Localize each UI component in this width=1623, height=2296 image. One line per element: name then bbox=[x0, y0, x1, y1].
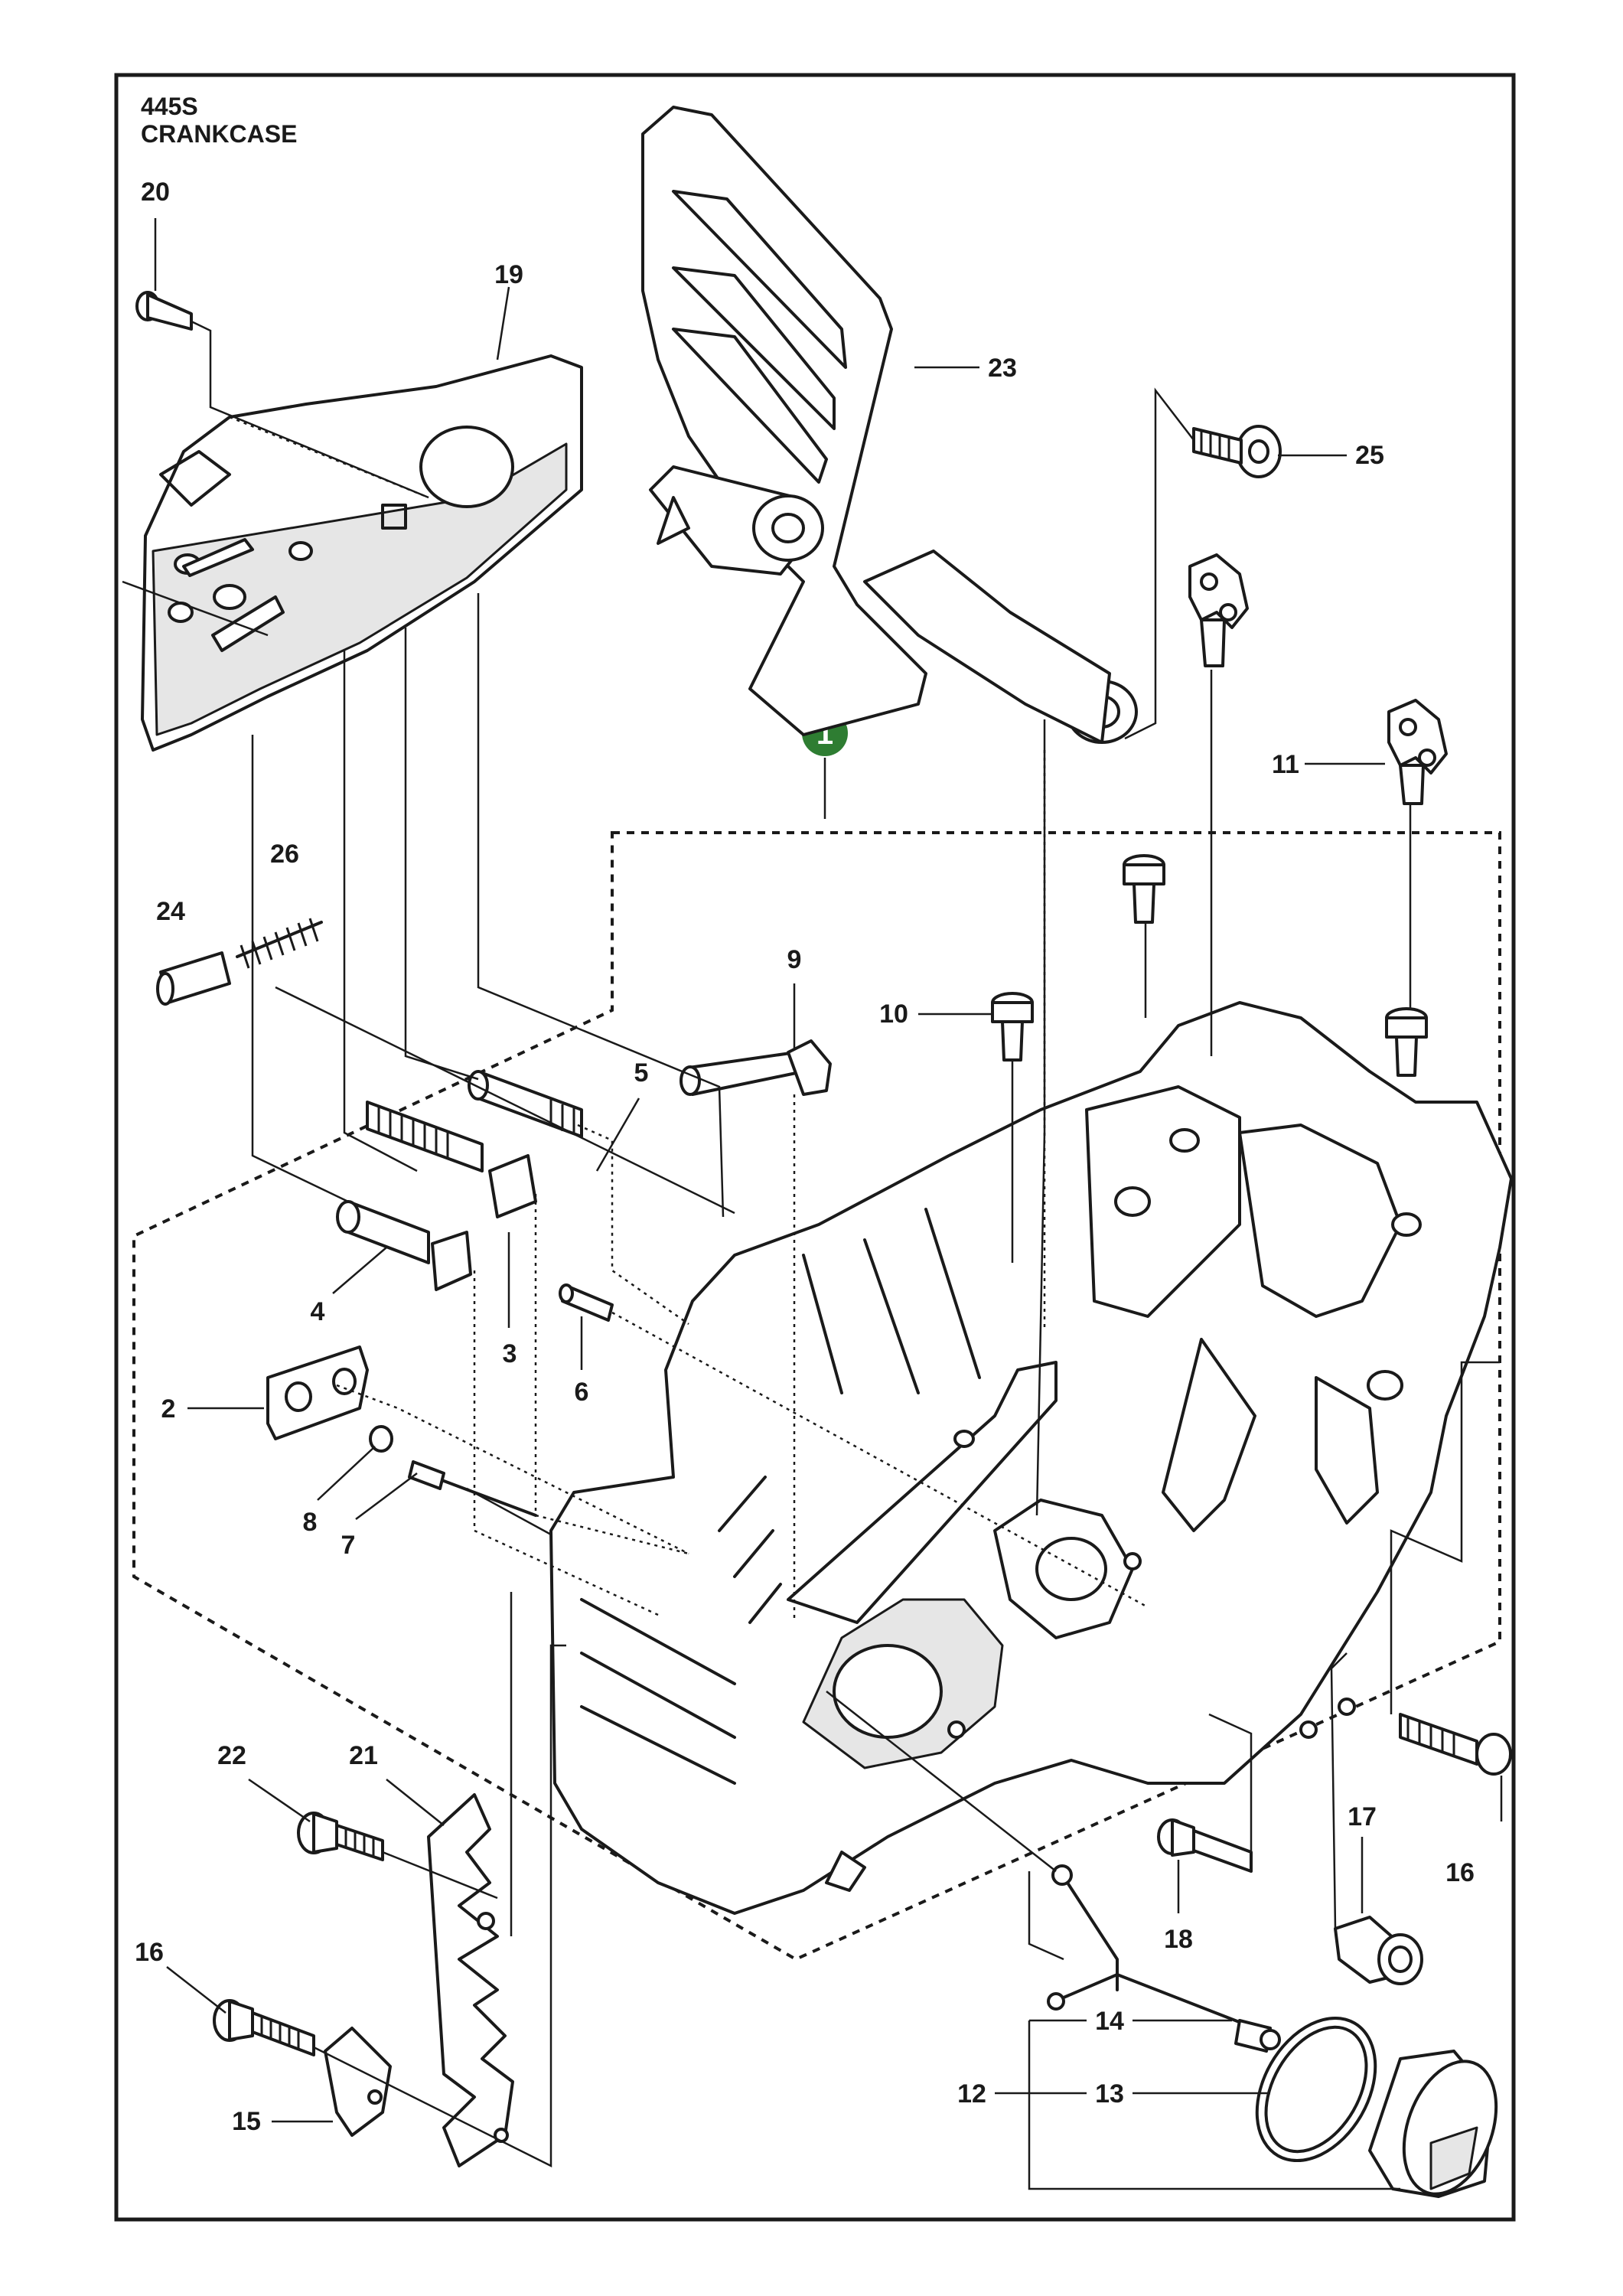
callout-16-left: 16 bbox=[135, 1938, 164, 1967]
model-title: 445S bbox=[141, 93, 198, 120]
callout-labels: 20 19 23 25 11 26 24 9 10 5 4 3 6 2 8 7 … bbox=[135, 178, 1475, 2136]
part-16-screw-right bbox=[1399, 1713, 1512, 1776]
part-25-screw bbox=[1192, 425, 1282, 478]
part-21-bumper-spike bbox=[427, 1793, 514, 2167]
callout-13: 13 bbox=[1095, 2079, 1124, 2108]
part-7-adjuster-screw bbox=[408, 1460, 537, 1517]
part-stud-upper bbox=[468, 1070, 583, 1138]
callout-7: 7 bbox=[341, 1531, 356, 1560]
callout-2: 2 bbox=[161, 1394, 176, 1424]
callout-24: 24 bbox=[156, 897, 185, 926]
part-cable-clip-upper bbox=[1188, 553, 1249, 667]
part-19-chain-cover bbox=[141, 354, 583, 752]
part-16-screw-left bbox=[213, 1999, 315, 2056]
part-13-seal-ring bbox=[1255, 2016, 1377, 2163]
callout-5: 5 bbox=[634, 1058, 649, 1088]
bolt-upper bbox=[1123, 854, 1165, 924]
callout-9: 9 bbox=[787, 945, 802, 974]
callout-14: 14 bbox=[1095, 2007, 1124, 2036]
callout-25: 25 bbox=[1355, 441, 1384, 470]
part-20-screw-shank bbox=[146, 293, 193, 331]
section-title: CRANKCASE bbox=[141, 120, 297, 148]
part-24-plunger bbox=[156, 951, 231, 1006]
part-4-bar-stud bbox=[336, 1200, 472, 1291]
part-11-cable-clip bbox=[1387, 699, 1448, 805]
crankcase-assembly-boundary bbox=[132, 831, 1501, 1962]
crankcase-body bbox=[549, 1001, 1513, 1915]
part-12-oil-cap bbox=[1368, 2050, 1498, 2198]
part-22-screw bbox=[297, 1812, 384, 1861]
callout-23: 23 bbox=[988, 354, 1017, 383]
part-18-screw bbox=[1157, 1818, 1253, 1873]
part-6-pin bbox=[559, 1283, 614, 1322]
callout-3: 3 bbox=[503, 1339, 517, 1368]
part-2-guide-plate bbox=[266, 1345, 369, 1440]
part-9-oil-pickup bbox=[680, 1039, 832, 1096]
part-26-spring bbox=[236, 918, 323, 969]
diagram-frame bbox=[114, 73, 1516, 2222]
callout-15: 15 bbox=[232, 2107, 261, 2136]
part-17-plug bbox=[1334, 1916, 1423, 1985]
part-8-nut bbox=[369, 1425, 393, 1453]
callout-18: 18 bbox=[1164, 1925, 1193, 1954]
callout-21: 21 bbox=[349, 1741, 378, 1770]
part-5-bar-stud bbox=[366, 1101, 537, 1218]
callout-4: 4 bbox=[311, 1297, 325, 1326]
callout-10: 10 bbox=[879, 1000, 908, 1029]
callout-17: 17 bbox=[1348, 1802, 1377, 1831]
callout-11: 11 bbox=[1272, 750, 1299, 779]
bolt-right bbox=[1385, 1007, 1428, 1077]
part-14-oil-hose bbox=[1047, 1864, 1281, 2053]
callout-26: 26 bbox=[270, 840, 299, 869]
callout-20: 20 bbox=[141, 178, 170, 207]
callout-19: 19 bbox=[494, 260, 523, 289]
callout-8: 8 bbox=[303, 1508, 318, 1537]
callout-12: 12 bbox=[957, 2079, 986, 2108]
part-10-bolt bbox=[991, 992, 1034, 1062]
callout-16-right: 16 bbox=[1445, 1858, 1475, 1887]
part-15-nut-plate bbox=[324, 2027, 392, 2137]
part-23-chain-brake-handguard bbox=[641, 106, 1138, 744]
callout-22: 22 bbox=[217, 1741, 246, 1770]
callout-6: 6 bbox=[575, 1378, 589, 1407]
assembly-lines bbox=[122, 218, 1503, 2190]
